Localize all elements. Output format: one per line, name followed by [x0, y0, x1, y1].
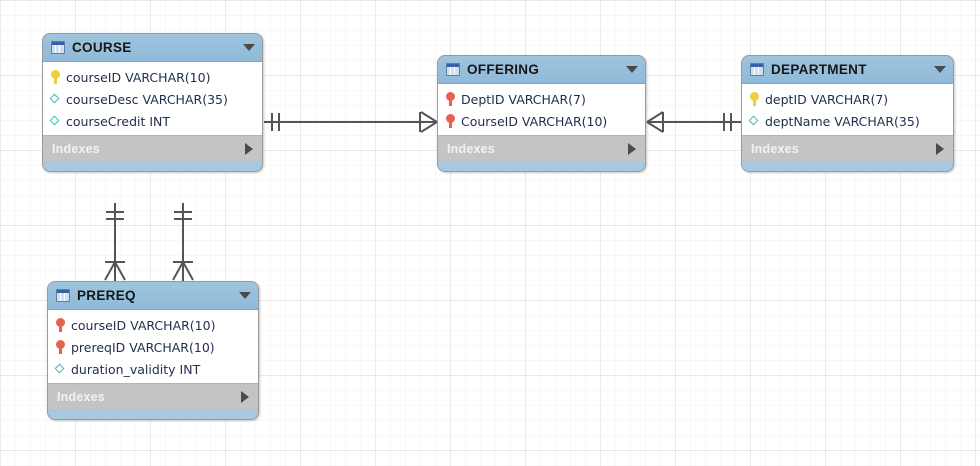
chevron-down-icon[interactable] — [239, 292, 251, 299]
attribute-icon — [50, 94, 61, 105]
table-row[interactable]: duration_validity INT — [48, 358, 258, 380]
table-icon — [51, 41, 65, 54]
table-prereq[interactable]: PREREQ courseID VARCHAR(10) prereqID VAR… — [47, 281, 259, 420]
table-title: PREREQ — [77, 288, 136, 303]
indexes-row-offering[interactable]: Indexes — [438, 135, 645, 161]
indexes-label: Indexes — [52, 141, 100, 156]
table-offering[interactable]: OFFERING DeptID VARCHAR(7) CourseID VARC… — [437, 55, 646, 172]
field-label: CourseID VARCHAR(10) — [461, 113, 608, 129]
field-label: courseCredit INT — [66, 113, 171, 129]
field-label: duration_validity INT — [71, 361, 201, 377]
chevron-right-icon[interactable] — [936, 142, 944, 155]
table-title: DEPARTMENT — [771, 62, 867, 77]
indexes-label: Indexes — [447, 141, 495, 156]
relationship-course-prereq-courseid — [104, 203, 126, 281]
table-fields-department: deptID VARCHAR(7) deptName VARCHAR(35) — [742, 84, 953, 135]
table-department[interactable]: DEPARTMENT deptID VARCHAR(7) deptName VA… — [741, 55, 954, 172]
table-row[interactable]: courseDesc VARCHAR(35) — [43, 88, 262, 110]
indexes-row-department[interactable]: Indexes — [742, 135, 953, 161]
table-fields-course: courseID VARCHAR(10) courseDesc VARCHAR(… — [43, 62, 262, 135]
table-row[interactable]: deptName VARCHAR(35) — [742, 110, 953, 132]
field-label: DeptID VARCHAR(7) — [461, 91, 586, 107]
table-header-course[interactable]: COURSE — [43, 34, 262, 62]
foreign-key-icon — [55, 318, 66, 332]
chevron-down-icon[interactable] — [934, 66, 946, 73]
field-label: deptName VARCHAR(35) — [765, 113, 920, 129]
indexes-row-prereq[interactable]: Indexes — [48, 383, 258, 409]
table-row[interactable]: courseID VARCHAR(10) — [43, 66, 262, 88]
table-header-offering[interactable]: OFFERING — [438, 56, 645, 84]
table-title: OFFERING — [467, 62, 540, 77]
attribute-icon — [50, 116, 61, 127]
table-row[interactable]: courseCredit INT — [43, 110, 262, 132]
table-icon — [56, 289, 70, 302]
relationship-offering-department — [646, 111, 741, 133]
field-label: courseID VARCHAR(10) — [66, 69, 211, 85]
table-row[interactable]: CourseID VARCHAR(10) — [438, 110, 645, 132]
table-fields-offering: DeptID VARCHAR(7) CourseID VARCHAR(10) — [438, 84, 645, 135]
foreign-key-icon — [445, 114, 456, 128]
table-row[interactable]: DeptID VARCHAR(7) — [438, 88, 645, 110]
attribute-icon — [55, 364, 66, 375]
table-row[interactable]: courseID VARCHAR(10) — [48, 314, 258, 336]
field-label: courseID VARCHAR(10) — [71, 317, 216, 333]
chevron-right-icon[interactable] — [628, 142, 636, 155]
relationship-course-offering — [264, 111, 438, 133]
primary-key-icon — [749, 92, 760, 106]
chevron-right-icon[interactable] — [245, 142, 253, 155]
chevron-down-icon[interactable] — [243, 44, 255, 51]
indexes-label: Indexes — [751, 141, 799, 156]
primary-key-icon — [50, 70, 61, 84]
table-footer — [43, 161, 262, 171]
field-label: courseDesc VARCHAR(35) — [66, 91, 228, 107]
table-icon — [446, 63, 460, 76]
table-footer — [48, 409, 258, 419]
table-row[interactable]: prereqID VARCHAR(10) — [48, 336, 258, 358]
indexes-row-course[interactable]: Indexes — [43, 135, 262, 161]
foreign-key-icon — [55, 340, 66, 354]
relationship-course-prereq-prereqid — [172, 203, 194, 281]
table-header-prereq[interactable]: PREREQ — [48, 282, 258, 310]
attribute-icon — [749, 116, 760, 127]
chevron-down-icon[interactable] — [626, 66, 638, 73]
table-icon — [750, 63, 764, 76]
table-header-department[interactable]: DEPARTMENT — [742, 56, 953, 84]
table-footer — [742, 161, 953, 171]
table-row[interactable]: deptID VARCHAR(7) — [742, 88, 953, 110]
table-title: COURSE — [72, 40, 132, 55]
field-label: prereqID VARCHAR(10) — [71, 339, 215, 355]
table-footer — [438, 161, 645, 171]
foreign-key-icon — [445, 92, 456, 106]
field-label: deptID VARCHAR(7) — [765, 91, 889, 107]
table-fields-prereq: courseID VARCHAR(10) prereqID VARCHAR(10… — [48, 310, 258, 383]
indexes-label: Indexes — [57, 389, 105, 404]
chevron-right-icon[interactable] — [241, 390, 249, 403]
table-course[interactable]: COURSE courseID VARCHAR(10) courseDesc V… — [42, 33, 263, 172]
